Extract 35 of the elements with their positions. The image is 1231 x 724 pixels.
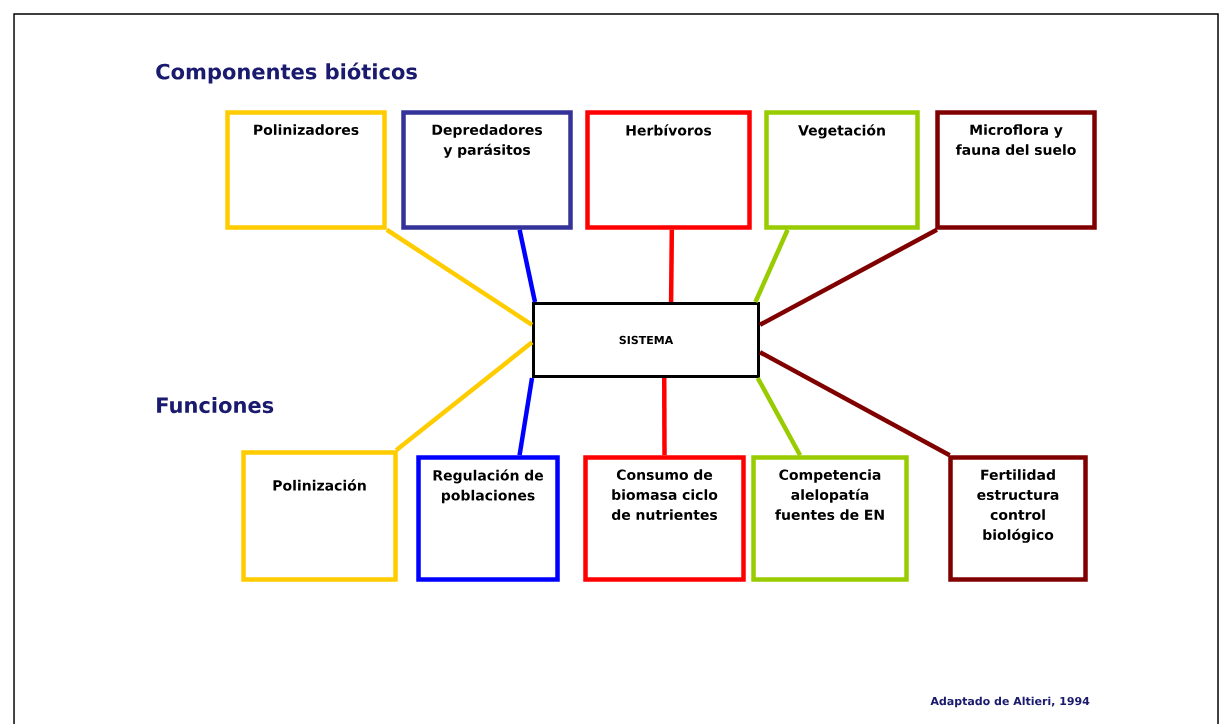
section-heading: Componentes bióticos [156, 62, 417, 84]
component-box [948, 455, 1088, 582]
connector-line [517, 229, 538, 303]
section-heading: Funciones [157, 396, 274, 414]
component-box [751, 455, 909, 582]
connector-line [753, 228, 790, 303]
component-box [241, 450, 398, 582]
component-box [935, 110, 1097, 230]
source-caption: Adaptado de Altieri, 1994 [930, 696, 1090, 708]
component-box [583, 455, 746, 582]
component-box [401, 110, 573, 230]
connector-line [385, 227, 534, 327]
node-label: Polinizadores [254, 124, 359, 136]
node-label: Vegetación [798, 124, 885, 139]
node-label: Regulación de poblaciones [433, 469, 544, 504]
node-label: Consumo de biomasa ciclo de nutrientes [611, 469, 718, 521]
component-box [416, 455, 560, 582]
component-box [225, 110, 387, 230]
system-box [532, 302, 760, 378]
node-label: Fertilidad estructura control biológico [977, 469, 1059, 543]
connector-line [758, 227, 938, 327]
node-label: SISTEMA [619, 335, 674, 345]
connector-line [662, 378, 667, 456]
connector-line [517, 377, 535, 456]
node-label: Depredadores y parásitos [432, 124, 543, 158]
component-box [585, 110, 752, 230]
node-label: Herbívoros [626, 124, 712, 136]
connector-line [668, 229, 675, 303]
connector-line [758, 350, 951, 458]
node-label: Competencia alelopatía fuentes de EN [775, 469, 884, 521]
connector-line [394, 340, 534, 453]
node-label: Polinización [273, 479, 366, 491]
connector-line [755, 376, 803, 457]
component-box [764, 110, 920, 230]
node-label: Microflora y fauna del suelo [955, 124, 1076, 156]
